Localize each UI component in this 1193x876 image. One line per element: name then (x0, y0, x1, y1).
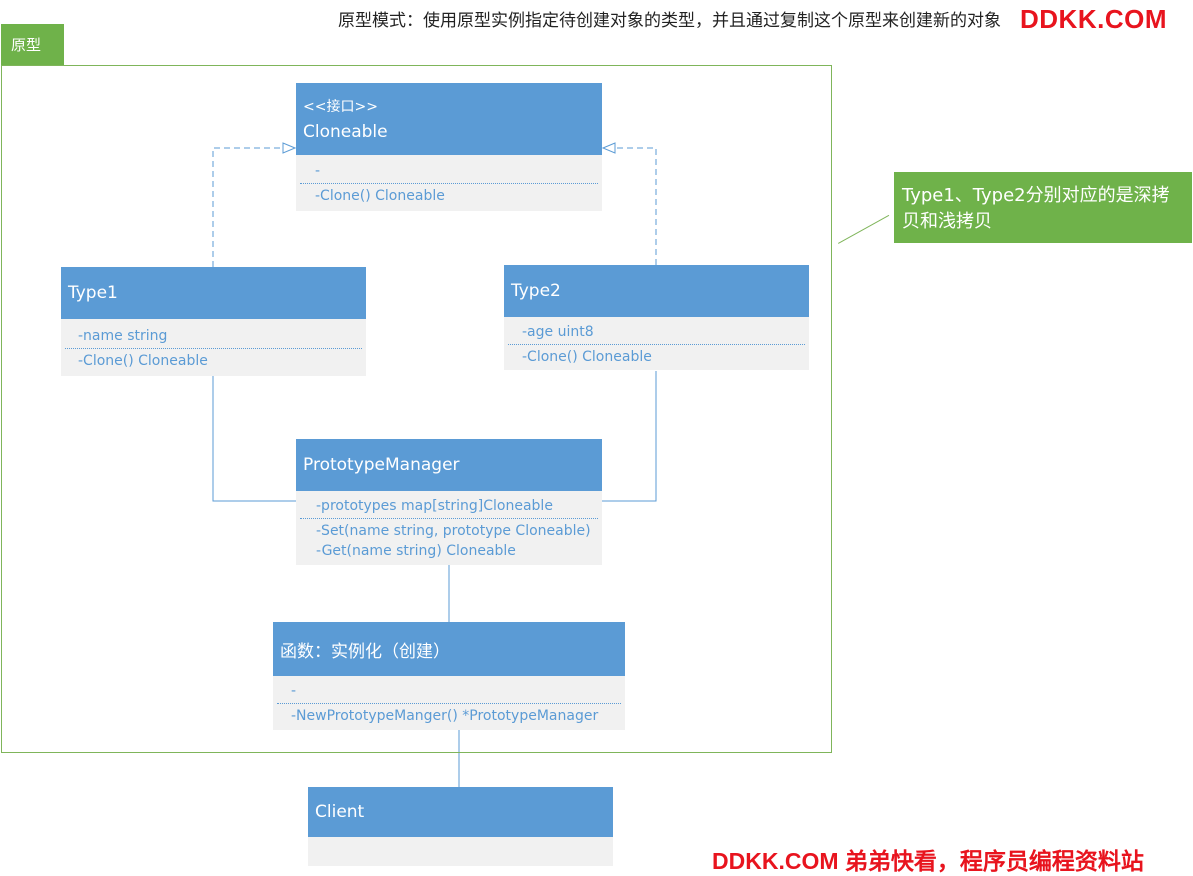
class-body: -prototypes map[string]Cloneable -Set(na… (296, 491, 602, 565)
type2-manager-line (602, 371, 657, 502)
class-body: - -NewPrototypeManger() *PrototypeManage… (273, 676, 625, 730)
class-name: PrototypeManager (303, 455, 460, 475)
class-body: -name string -Clone() Cloneable (61, 319, 366, 376)
class-header: PrototypeManager (296, 439, 602, 491)
class-header: Type2 (504, 265, 809, 317)
class-header: Client (308, 787, 613, 837)
class-divider (65, 348, 362, 349)
class-client: Client (308, 787, 613, 866)
type2-realization-line (615, 147, 657, 265)
class-header: Type1 (61, 267, 366, 319)
class-method: -Set(name string, prototype Cloneable) (316, 523, 591, 539)
class-method: -NewPrototypeManger() *PrototypeManager (291, 708, 599, 724)
class-attribute: -name string (78, 328, 168, 344)
watermark-bottom: DDKK.COM 弟弟快看，程序员编程资料站 (712, 848, 1144, 874)
class-name: 函数：实例化（创建） (280, 641, 450, 662)
class-stereotype: <<接口>> (303, 99, 378, 115)
class-type2: Type2 -age uint8 -Clone() Cloneable (504, 265, 809, 370)
class-factory-function: 函数：实例化（创建） - -NewPrototypeManger() *Prot… (273, 622, 625, 730)
type1-realization-line (212, 147, 283, 267)
class-name: Cloneable (303, 122, 388, 142)
class-body (308, 837, 613, 866)
type1-manager-line (212, 376, 296, 502)
class-name: Client (315, 802, 365, 822)
class-type1: Type1 -name string -Clone() Cloneable (61, 267, 366, 376)
type1-realization-arrowhead (282, 142, 297, 154)
class-divider (277, 703, 621, 704)
class-attribute: -age uint8 (522, 324, 594, 340)
class-header: 函数：实例化（创建） (273, 622, 625, 676)
class-divider (508, 344, 805, 345)
class-body: -age uint8 -Clone() Cloneable (504, 317, 809, 370)
class-method: -Clone() Cloneable (315, 188, 445, 204)
class-method: -Clone() Cloneable (522, 349, 652, 365)
class-header: <<接口>> Cloneable (296, 83, 602, 155)
class-divider (300, 518, 598, 519)
class-cloneable: <<接口>> Cloneable - -Clone() Cloneable (296, 83, 602, 211)
class-divider (300, 183, 598, 184)
class-prototype-manager: PrototypeManager -prototypes map[string]… (296, 439, 602, 565)
class-attribute: -prototypes map[string]Cloneable (316, 498, 553, 514)
class-attribute: - (291, 683, 297, 699)
class-method: -Clone() Cloneable (78, 353, 208, 369)
class-name: Type2 (511, 281, 561, 301)
prototype-frame (1, 65, 832, 753)
diagram-description: 原型模式：使用原型实例指定待创建对象的类型，并且通过复制这个原型来创建新的对象 (338, 11, 1001, 31)
class-body: - -Clone() Cloneable (296, 155, 602, 211)
type2-realization-arrowhead (601, 142, 616, 154)
class-name: Type1 (68, 283, 118, 303)
watermark-top: DDKK.COM (1020, 4, 1167, 34)
frame-label: 原型 (1, 24, 64, 65)
note-box: Type1、Type2分别对应的是深拷贝和浅拷贝 (894, 172, 1192, 243)
class-method: -Get(name string) Cloneable (316, 543, 516, 559)
class-attribute: - (315, 163, 321, 179)
